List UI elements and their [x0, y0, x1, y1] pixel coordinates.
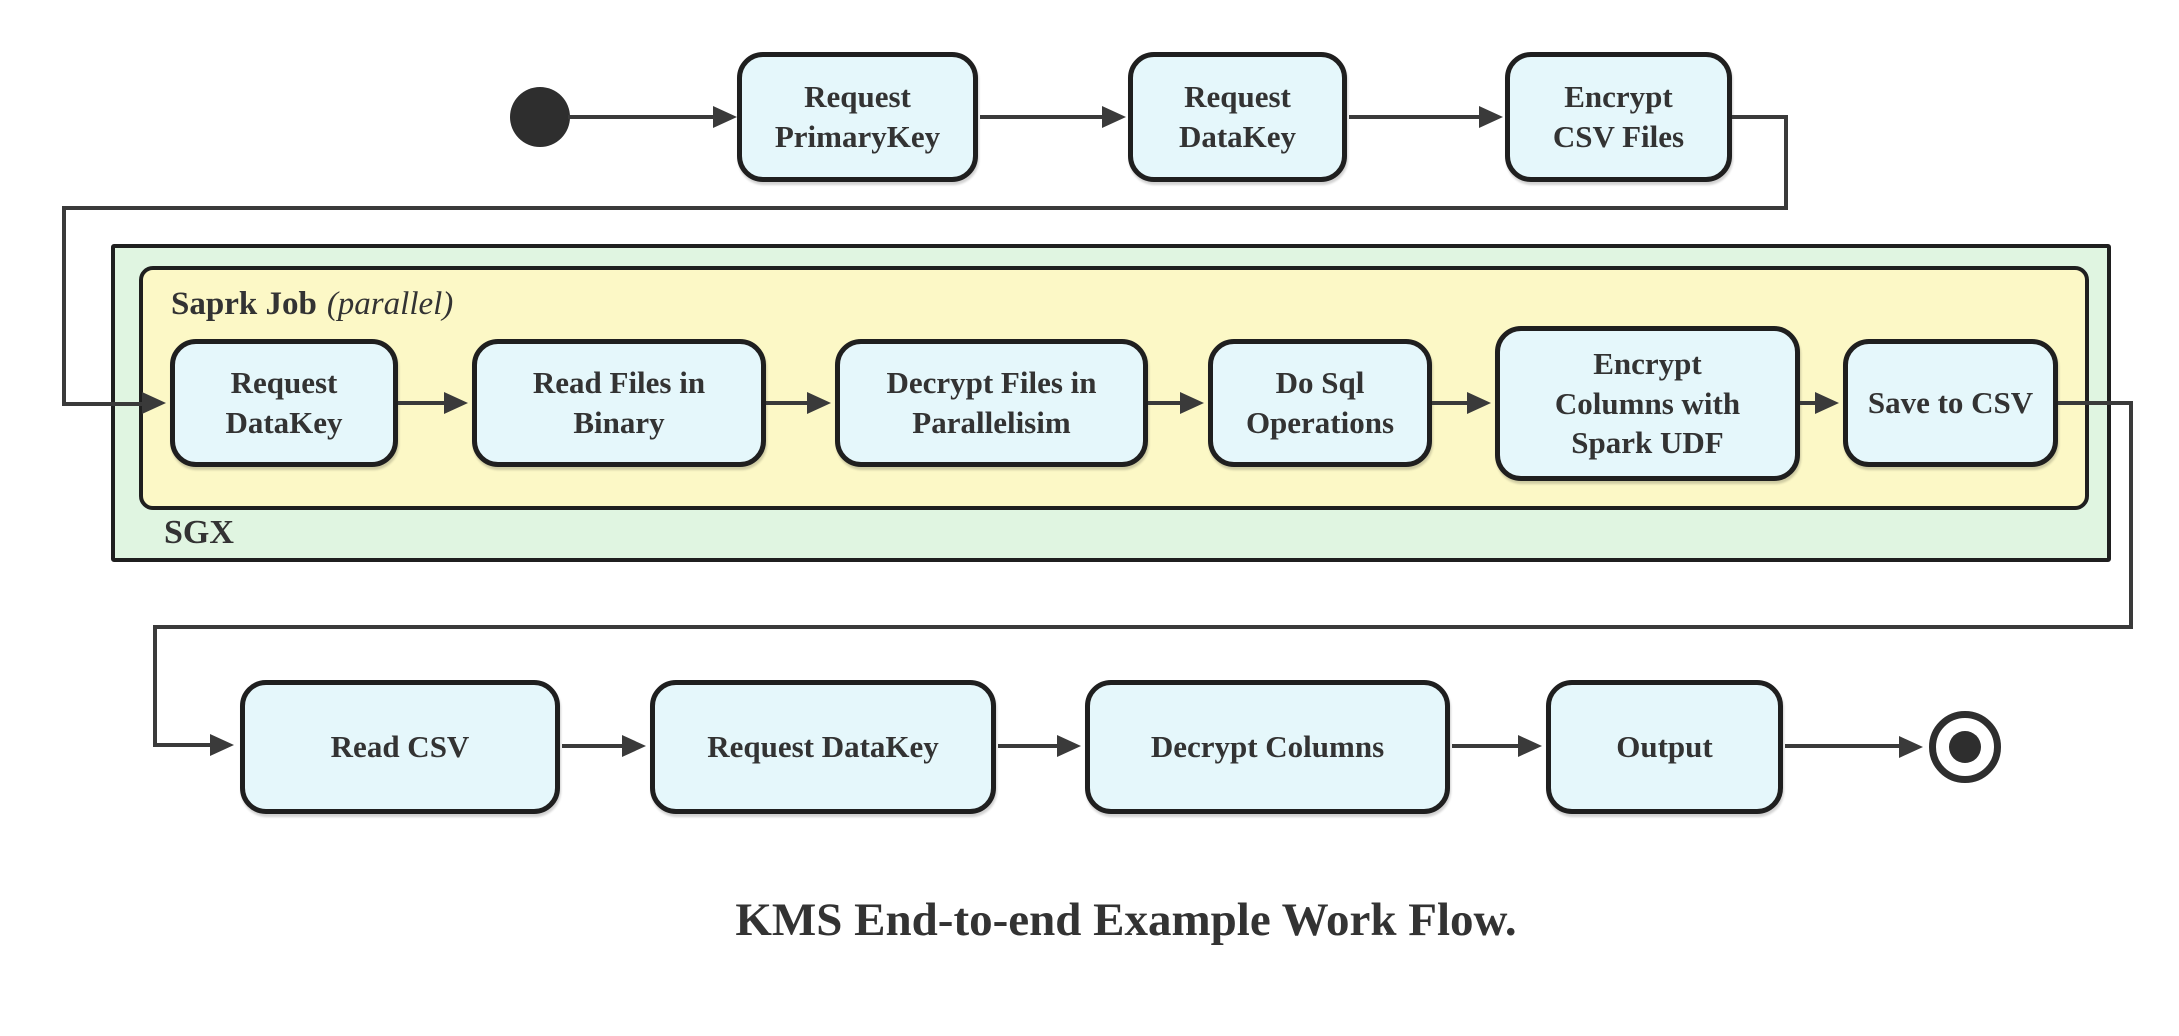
node-request-primarykey: Request PrimaryKey	[737, 52, 978, 182]
node-encrypt-columns-with-spark-udf: Encrypt Columns with Spark UDF	[1495, 326, 1800, 481]
spark-job-label: Saprk Job(parallel)	[171, 286, 453, 323]
final-state-marker-dot	[1949, 731, 1981, 763]
node-do-sql-operations: Do Sql Operations	[1208, 339, 1432, 467]
arrowhead-icon	[210, 734, 234, 756]
node-encrypt-csv-files: Encrypt CSV Files	[1505, 52, 1732, 182]
arrowhead-icon	[807, 392, 831, 414]
arrowhead-icon	[1102, 106, 1126, 128]
sgx-label: SGX	[164, 514, 234, 551]
arrowhead-icon	[1467, 392, 1491, 414]
node-decrypt-columns: Decrypt Columns	[1085, 680, 1450, 814]
arrowhead-icon	[1518, 735, 1542, 757]
arrowhead-icon	[142, 392, 166, 414]
node-read-csv: Read CSV	[240, 680, 560, 814]
initial-state-marker	[510, 87, 570, 147]
diagram-caption: KMS End-to-end Example Work Flow.	[735, 894, 1517, 946]
arrowhead-icon	[1057, 735, 1081, 757]
node-decrypt-files-in-parallelisim: Decrypt Files in Parallelisim	[835, 339, 1148, 467]
arrowhead-icon	[713, 106, 737, 128]
node-sgx-request-datakey: Request DataKey	[170, 339, 398, 467]
node-save-to-csv: Save to CSV	[1843, 339, 2058, 467]
node-read-files-in-binary: Read Files in Binary	[472, 339, 766, 467]
node-request-datakey-top: Request DataKey	[1128, 52, 1347, 182]
arrowhead-icon	[1479, 106, 1503, 128]
spark-job-label-name: Saprk Job	[171, 286, 317, 322]
node-request-datakey-bottom: Request DataKey	[650, 680, 996, 814]
arrowhead-icon	[622, 735, 646, 757]
final-state-marker	[1929, 711, 2001, 783]
arrowhead-icon	[1815, 392, 1839, 414]
arrowhead-icon	[1899, 736, 1923, 758]
arrowhead-icon	[444, 392, 468, 414]
node-output: Output	[1546, 680, 1783, 814]
arrowhead-icon	[1180, 392, 1204, 414]
spark-job-label-qualifier: (parallel)	[326, 286, 454, 322]
